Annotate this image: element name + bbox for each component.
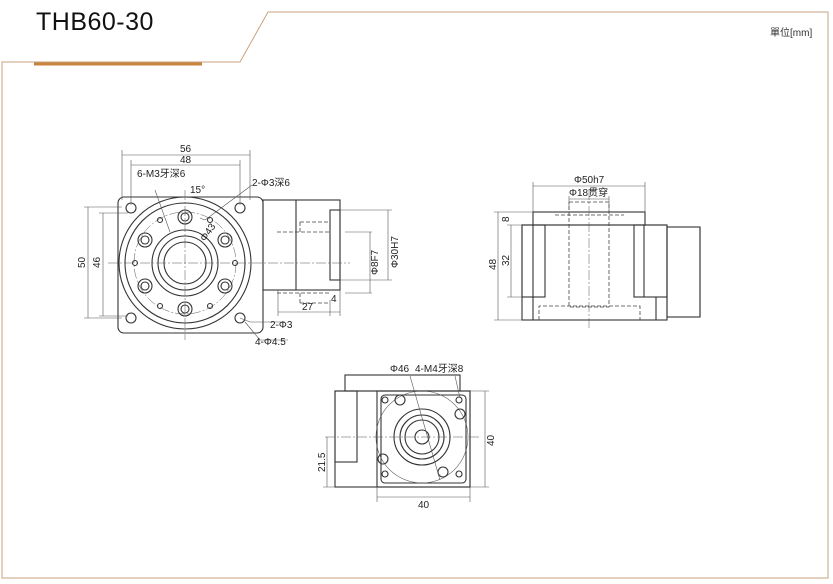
dim-56: 56	[180, 144, 192, 155]
dim-4-m4: 4-M4牙深8	[415, 363, 464, 375]
dim-32: 32	[501, 254, 512, 266]
callout-angle: 15°	[190, 185, 205, 196]
callout-pcd: Φ43	[198, 221, 218, 243]
callout-mount: 4-Φ4.5	[255, 337, 286, 348]
dim-48: 48	[180, 155, 192, 166]
drawing-title: THB60-30	[36, 8, 154, 36]
callout-pin2: 2-Φ3	[270, 320, 293, 331]
front-view: 56 48 50 46 27 4 6-M3牙深6 2-Φ3深6 15° Φ43 …	[77, 144, 401, 348]
dim-46: 46	[92, 256, 103, 268]
dim-40-bottom: 40	[418, 500, 430, 511]
callout-bore: Φ8F7	[370, 249, 381, 275]
dim-4: 4	[331, 294, 337, 305]
dim-phi50h7: Φ50h7	[574, 175, 605, 186]
dim-21-5: 21.5	[317, 452, 328, 472]
sheet-frame	[1, 11, 829, 579]
callout-tapped: 6-M3牙深6	[137, 168, 186, 180]
dim-27: 27	[302, 302, 314, 313]
dim-40-right: 40	[486, 434, 497, 446]
dim-phi46: Φ46	[390, 364, 410, 375]
dim-50: 50	[77, 256, 88, 268]
dim-8: 8	[501, 216, 512, 222]
unit-label: 單位[mm]	[770, 28, 813, 39]
dim-phi18: Φ18贯穿	[569, 186, 608, 199]
bottom-view: Φ46 4-M4牙深8 21.5 40 40	[317, 363, 497, 511]
dim-48-side: 48	[488, 258, 499, 270]
callout-pin: 2-Φ3深6	[252, 177, 290, 189]
side-view: Φ50h7 Φ18贯穿 48 32 8	[488, 175, 701, 330]
callout-pilot: Φ30H7	[390, 236, 401, 268]
